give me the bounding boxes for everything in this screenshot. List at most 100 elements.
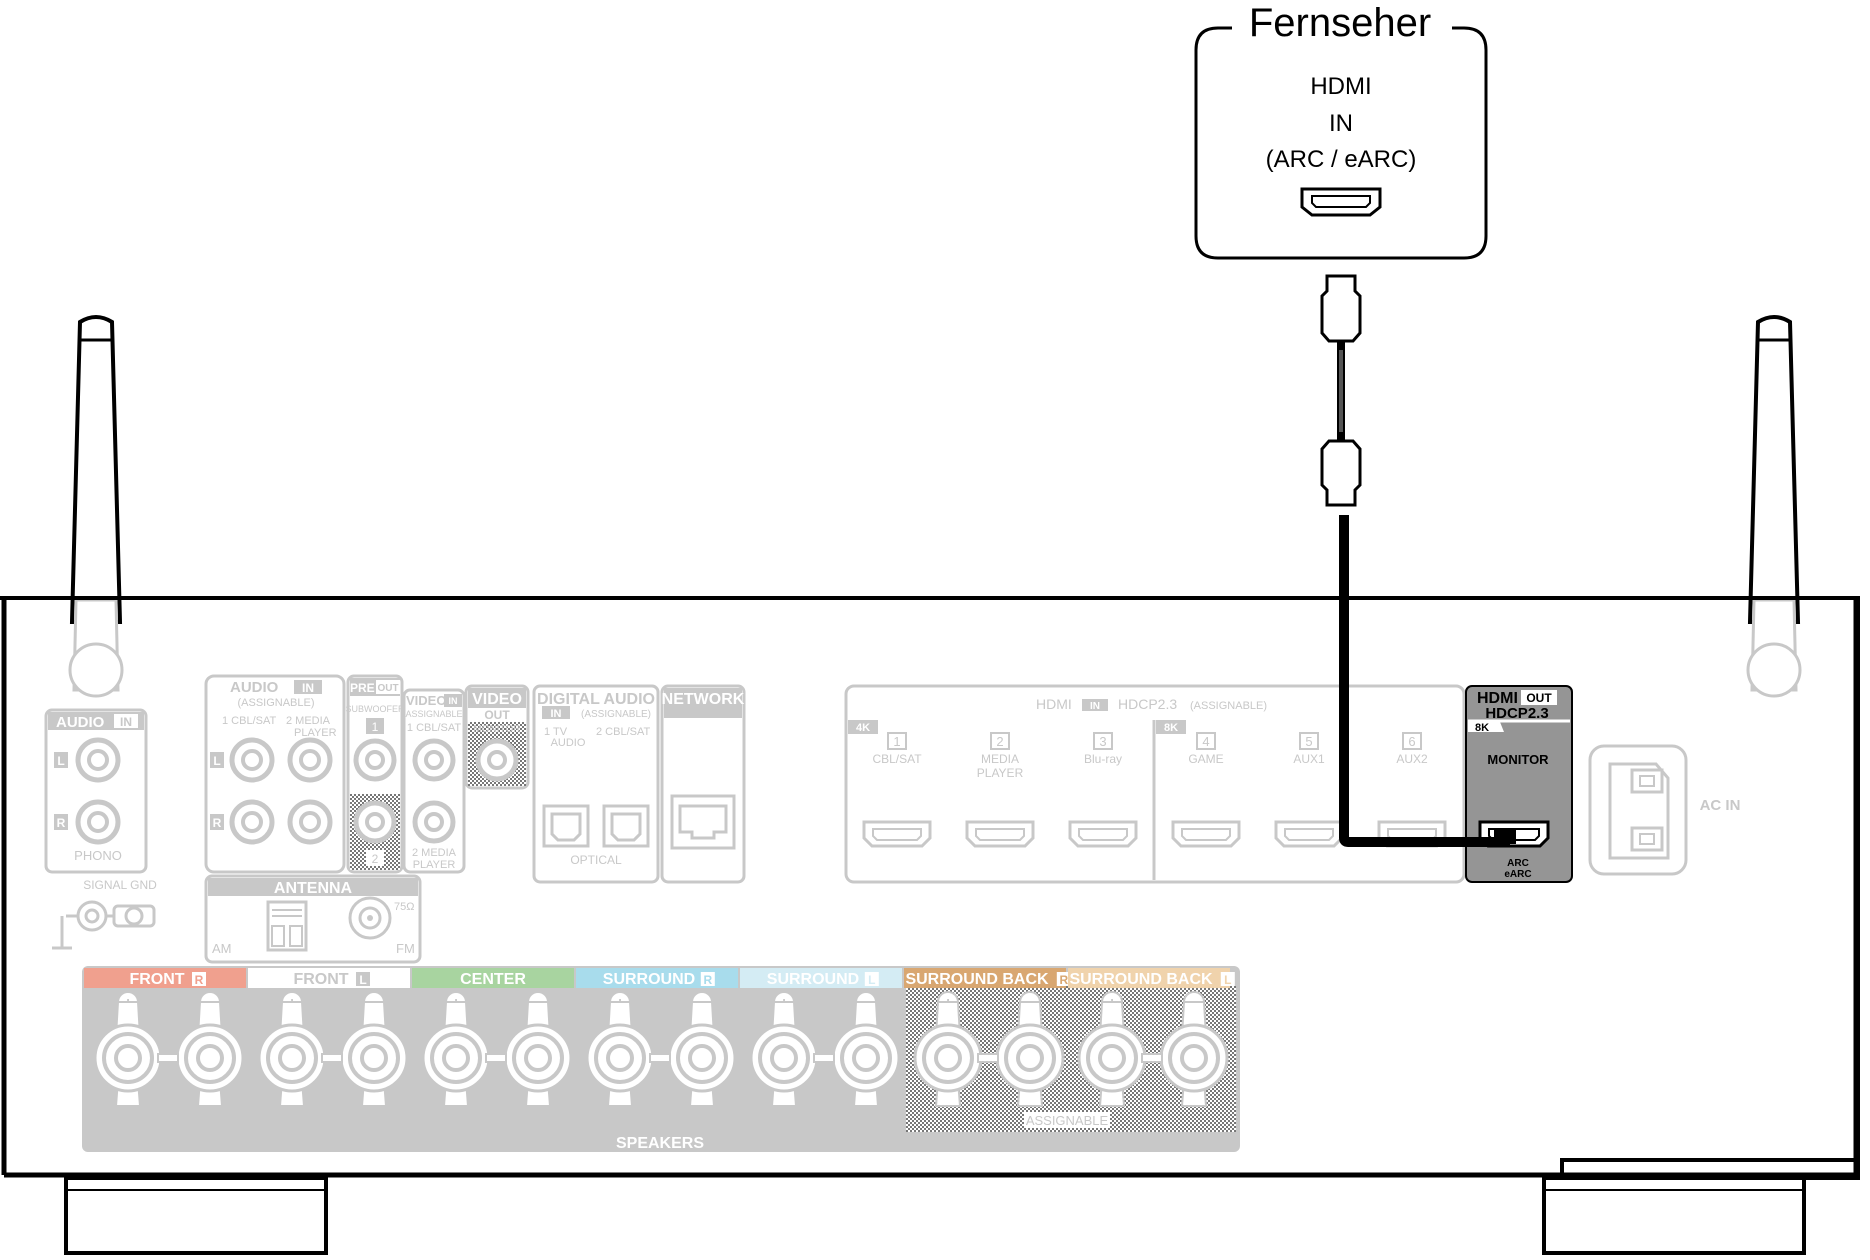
hdmi-cable-plug [1339,518,1516,847]
network-header-label: NETWORK [662,691,745,708]
speaker-side-badge: R [195,973,204,987]
audio-in-assignable-label: (ASSIGNABLE) [237,697,314,709]
hdmi-in-port-number: 2 [996,734,1003,749]
speaker-terminal-minus: − [995,991,1065,1107]
antenna-ohm-label: 75Ω [394,901,414,913]
hdmi-in-port-number: 1 [893,734,900,749]
video-in-panel: VIDEO IN (ASSIGNABLE) 1 CBL/SAT 2 MEDIA … [402,688,466,874]
hdmi-in-port-number: 3 [1099,734,1106,749]
digital-audio-header-label: DIGITAL AUDIO [537,691,655,708]
speaker-terminal-minus: − [175,991,245,1107]
antenna-am-label: AM [212,941,232,956]
ground-terminal-icon [52,900,156,950]
speaker-terminals-panel: FRONTR+−FRONTL+−CENTER+−SURROUNDR+−SURRO… [82,966,1240,1152]
video-out-panel: VIDEO OUT MONITOR [464,684,530,790]
speaker-terminal-plus: + [421,991,491,1107]
video-out-monitor-label: MONITOR [473,724,520,735]
fm-terminal-icon [348,896,392,940]
antenna-header-label: ANTENNA [274,880,353,897]
left-antenna [68,315,124,698]
right-antenna [1746,315,1802,698]
phono-header-label: AUDIO [56,714,105,731]
hdmi-out-panel: HDMI OUT HDCP2.3 8K MONITOR ARC eARC [1465,685,1573,883]
digital-audio-ch1b-label: AUDIO [551,737,586,749]
speaker-terminal-plus: + [93,991,163,1107]
hdmi-out-hdcp-label: HDCP2.3 [1485,705,1548,722]
hdmi-in-port-number: 6 [1408,734,1415,749]
pre-out-sub1-label: 1 [372,720,379,734]
speaker-group: CENTER +− [412,968,574,1130]
ac-in-label: AC IN [1700,797,1741,814]
phono-l-label: L [57,754,64,768]
speaker-terminal-plus: + [913,991,983,1107]
video-in-header-label: VIDEO [406,693,446,708]
audio-in-l-label: L [213,754,220,768]
hdmi-out-arc-label: ARC [1507,858,1529,869]
pre-out-header-tag: OUT [377,683,398,694]
hdmi-in-panel: HDMI IN HDCP2.3 (ASSIGNABLE) 4K 8K 1CBL/… [844,684,1466,884]
hdmi-in-port-name: MEDIA [981,752,1019,766]
hdmi-in-assignable-label: (ASSIGNABLE) [1190,700,1267,712]
video-in-ch2b-label: PLAYER [413,859,456,871]
tv-hdmi-in-port-icon [1300,187,1382,217]
hdmi-in-port-number: 5 [1305,734,1312,749]
network-panel: NETWORK [660,684,746,884]
speaker-group-label: SURROUND BACK [1069,971,1213,988]
speaker-group-label: FRONT [293,971,348,988]
optical-label: OPTICAL [570,853,622,867]
audio-in-header-label: AUDIO [230,679,279,696]
video-in-header-tag: IN [449,696,458,706]
speaker-terminal-minus: − [667,991,737,1107]
speaker-terminal-plus: + [257,991,327,1107]
hdmi-in-hdcp-label: HDCP2.3 [1118,696,1177,712]
antenna-panel: ANTENNA AM FM 75Ω [204,874,422,964]
speaker-group-label: FRONT [129,971,184,988]
hdmi-port-icon [965,820,1035,848]
phono-name-label: PHONO [74,848,122,863]
am-terminal-icon [266,900,308,952]
hdmi-out-earc-label: eARC [1504,869,1531,880]
speaker-terminal-plus: + [749,991,819,1107]
hdmi-out-monitor-label: MONITOR [1487,752,1549,767]
audio-in-ch2b-label: PLAYER [294,727,337,739]
speaker-side-badge: L [359,973,366,987]
speaker-terminal-plus: + [1077,991,1147,1107]
pre-out-header-label: PRE [350,681,375,695]
hdmi-in-port-name: AUX2 [1396,752,1428,766]
hdmi-port-icon [1171,820,1241,848]
speaker-group-label: CENTER [460,971,526,988]
hdmi-out-header-tag: OUT [1526,691,1552,705]
phono-header-tag: IN [120,715,132,729]
speaker-side-badge: R [703,973,712,987]
pre-out-subwoofer-label: SUBWOOFER [345,704,405,714]
digital-audio-panel: DIGITAL AUDIO IN (ASSIGNABLE) 1 TV AUDIO… [532,684,660,884]
digital-audio-assignable-label: (ASSIGNABLE) [581,709,651,720]
speaker-terminal-plus: + [585,991,655,1107]
receiver-chassis [0,596,1860,1255]
speaker-group: FRONT R +− [84,968,246,1130]
speaker-terminal-minus: − [339,991,409,1107]
speaker-group: SURROUND BACK R +− [904,968,1071,1107]
hdmi-port-icon [862,820,932,848]
speaker-side-badge: R [1059,973,1068,987]
video-in-ch1-label: 1 CBL/SAT [407,722,461,734]
hdmi-in-port-name-2: PLAYER [977,766,1024,780]
speaker-terminal-minus: − [503,991,573,1107]
speaker-group-label: SURROUND BACK [905,971,1049,988]
audio-in-ch2-label: 2 MEDIA [286,715,331,727]
speakers-assignable-label: ASSIGNABLE [1026,1113,1109,1128]
tv-port-label-2: IN [1329,110,1353,137]
speaker-group-label: SURROUND [767,971,859,988]
hdmi-port-icon [1068,820,1138,848]
antenna-fm-label: FM [396,941,415,956]
speakers-label: SPEAKERS [616,1135,704,1152]
hdmi-in-header-tag: IN [1090,701,1100,712]
tv-title: Fernseher [1249,1,1431,45]
audio-in-panel: AUDIO IN (ASSIGNABLE) 1 CBL/SAT 2 MEDIA … [204,674,346,874]
digital-audio-header-tag: IN [551,708,562,720]
